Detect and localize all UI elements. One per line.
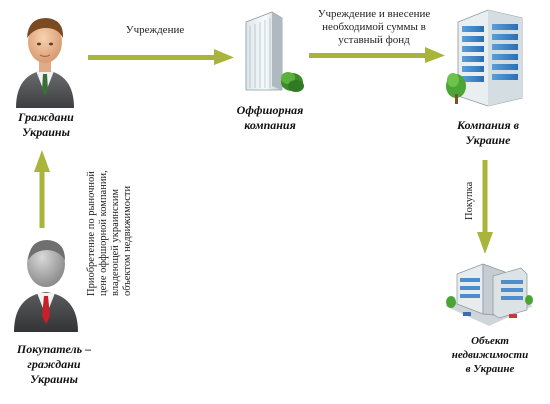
property-label-line2: недвижимости <box>451 349 529 361</box>
arrow-acquisition-line1: Приобретение по рыночной <box>86 171 97 296</box>
property-building-icon <box>445 263 533 326</box>
property-label-line3: в Украине <box>465 363 515 375</box>
arrow-acquisition-line3: владеющей украинским <box>110 188 121 296</box>
arrow-establishment-fund-line2: необходимой суммы в <box>322 21 426 33</box>
arrow-establishment <box>88 49 234 65</box>
buyer-label: Покупатель – граждани Украины <box>6 342 102 387</box>
buyer-person-icon <box>14 240 78 332</box>
offshore-label-line1: Оффшорная <box>236 103 304 117</box>
citizen-person-icon <box>16 18 74 108</box>
arrow-establishment-fund-line1: Учреждение и внесение <box>317 8 431 20</box>
citizens-label: Граждани Украины <box>4 110 88 140</box>
buyer-label-line3: Украины <box>30 372 78 386</box>
arrow-establishment-text: Учреждение <box>125 24 185 36</box>
arrow-purchase-text: Покупка <box>464 181 475 220</box>
arrow-establishment-fund-line3: уставный фонд <box>338 34 410 46</box>
offshore-building-icon <box>245 11 304 92</box>
arrow-purchase <box>477 160 493 254</box>
arrow-acquisition-line2: цене оффшорной компании, <box>98 170 109 296</box>
arrow-acquisition-text: Приобретение по рыночной цене оффшорной … <box>86 170 134 296</box>
offshore-label-line2: компания <box>244 118 296 132</box>
ukraine-company-building-icon <box>446 9 523 107</box>
ukraine-company-label: Компания в Украине <box>438 118 538 148</box>
citizens-label-line1: Граждани <box>18 110 74 124</box>
property-label: Объект недвижимости в Украине <box>438 334 542 376</box>
arrow-establishment-fund-text: Учреждение и внесение необходимой суммы … <box>308 8 440 47</box>
arrow-acquisition-line4: объектом недвижимости <box>122 185 133 296</box>
buyer-label-line2: граждани <box>27 357 81 371</box>
property-label-line1: Объект <box>471 335 509 347</box>
buyer-label-line1: Покупатель – <box>16 342 92 356</box>
arrow-acquisition <box>34 150 50 228</box>
ukraine-company-label-line2: Украине <box>465 133 511 147</box>
arrow-establishment-fund <box>309 47 445 63</box>
citizens-label-line2: Украины <box>22 125 70 139</box>
offshore-label: Оффшорная компания <box>222 103 318 133</box>
ukraine-company-label-line1: Компания в <box>457 118 519 132</box>
